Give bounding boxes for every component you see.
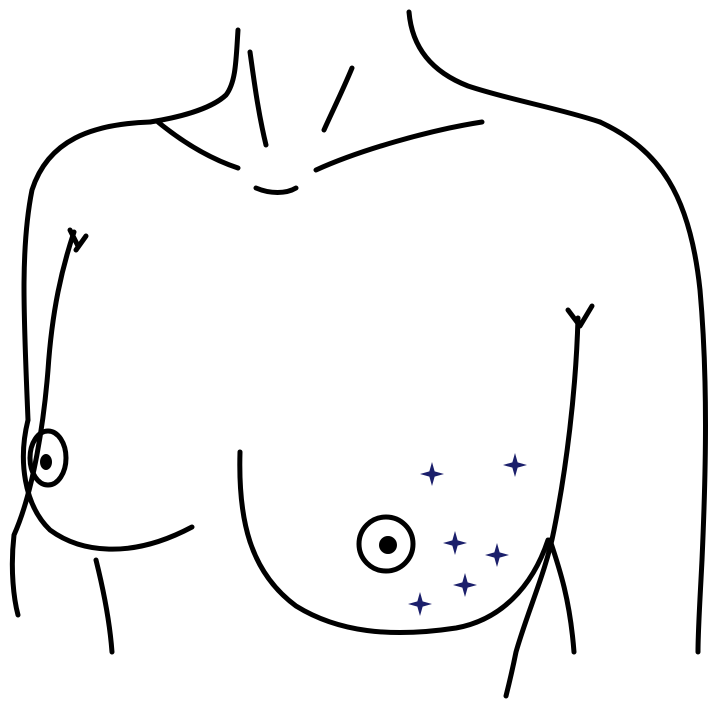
marker-star: [408, 592, 432, 616]
neck-inner-line: [324, 68, 352, 130]
right-armpit-line: [506, 318, 578, 696]
marker-star: [420, 462, 444, 486]
marker-star: [485, 543, 509, 567]
marker-star: [503, 453, 527, 477]
neck-right-line: [409, 12, 600, 122]
left-collarbone-line: [158, 122, 238, 168]
left-armpit-mark: [70, 230, 86, 250]
left-lower-torso-line: [96, 560, 112, 652]
right-nipple: [379, 536, 397, 554]
marker-stars: [408, 453, 527, 616]
right-shoulder-line: [600, 122, 706, 652]
torso-outline: [12, 12, 705, 696]
right-collarbone-line: [316, 122, 482, 170]
right-lower-side-line: [550, 540, 574, 652]
left-nipple: [40, 454, 52, 470]
left-shoulder-line: [24, 122, 150, 420]
right-armpit-mark: [568, 306, 592, 326]
marker-star: [443, 531, 467, 555]
neck-tendon-line: [250, 52, 266, 145]
marker-star: [453, 573, 477, 597]
sternal-notch-line: [256, 188, 296, 193]
neck-left-line: [150, 30, 238, 122]
